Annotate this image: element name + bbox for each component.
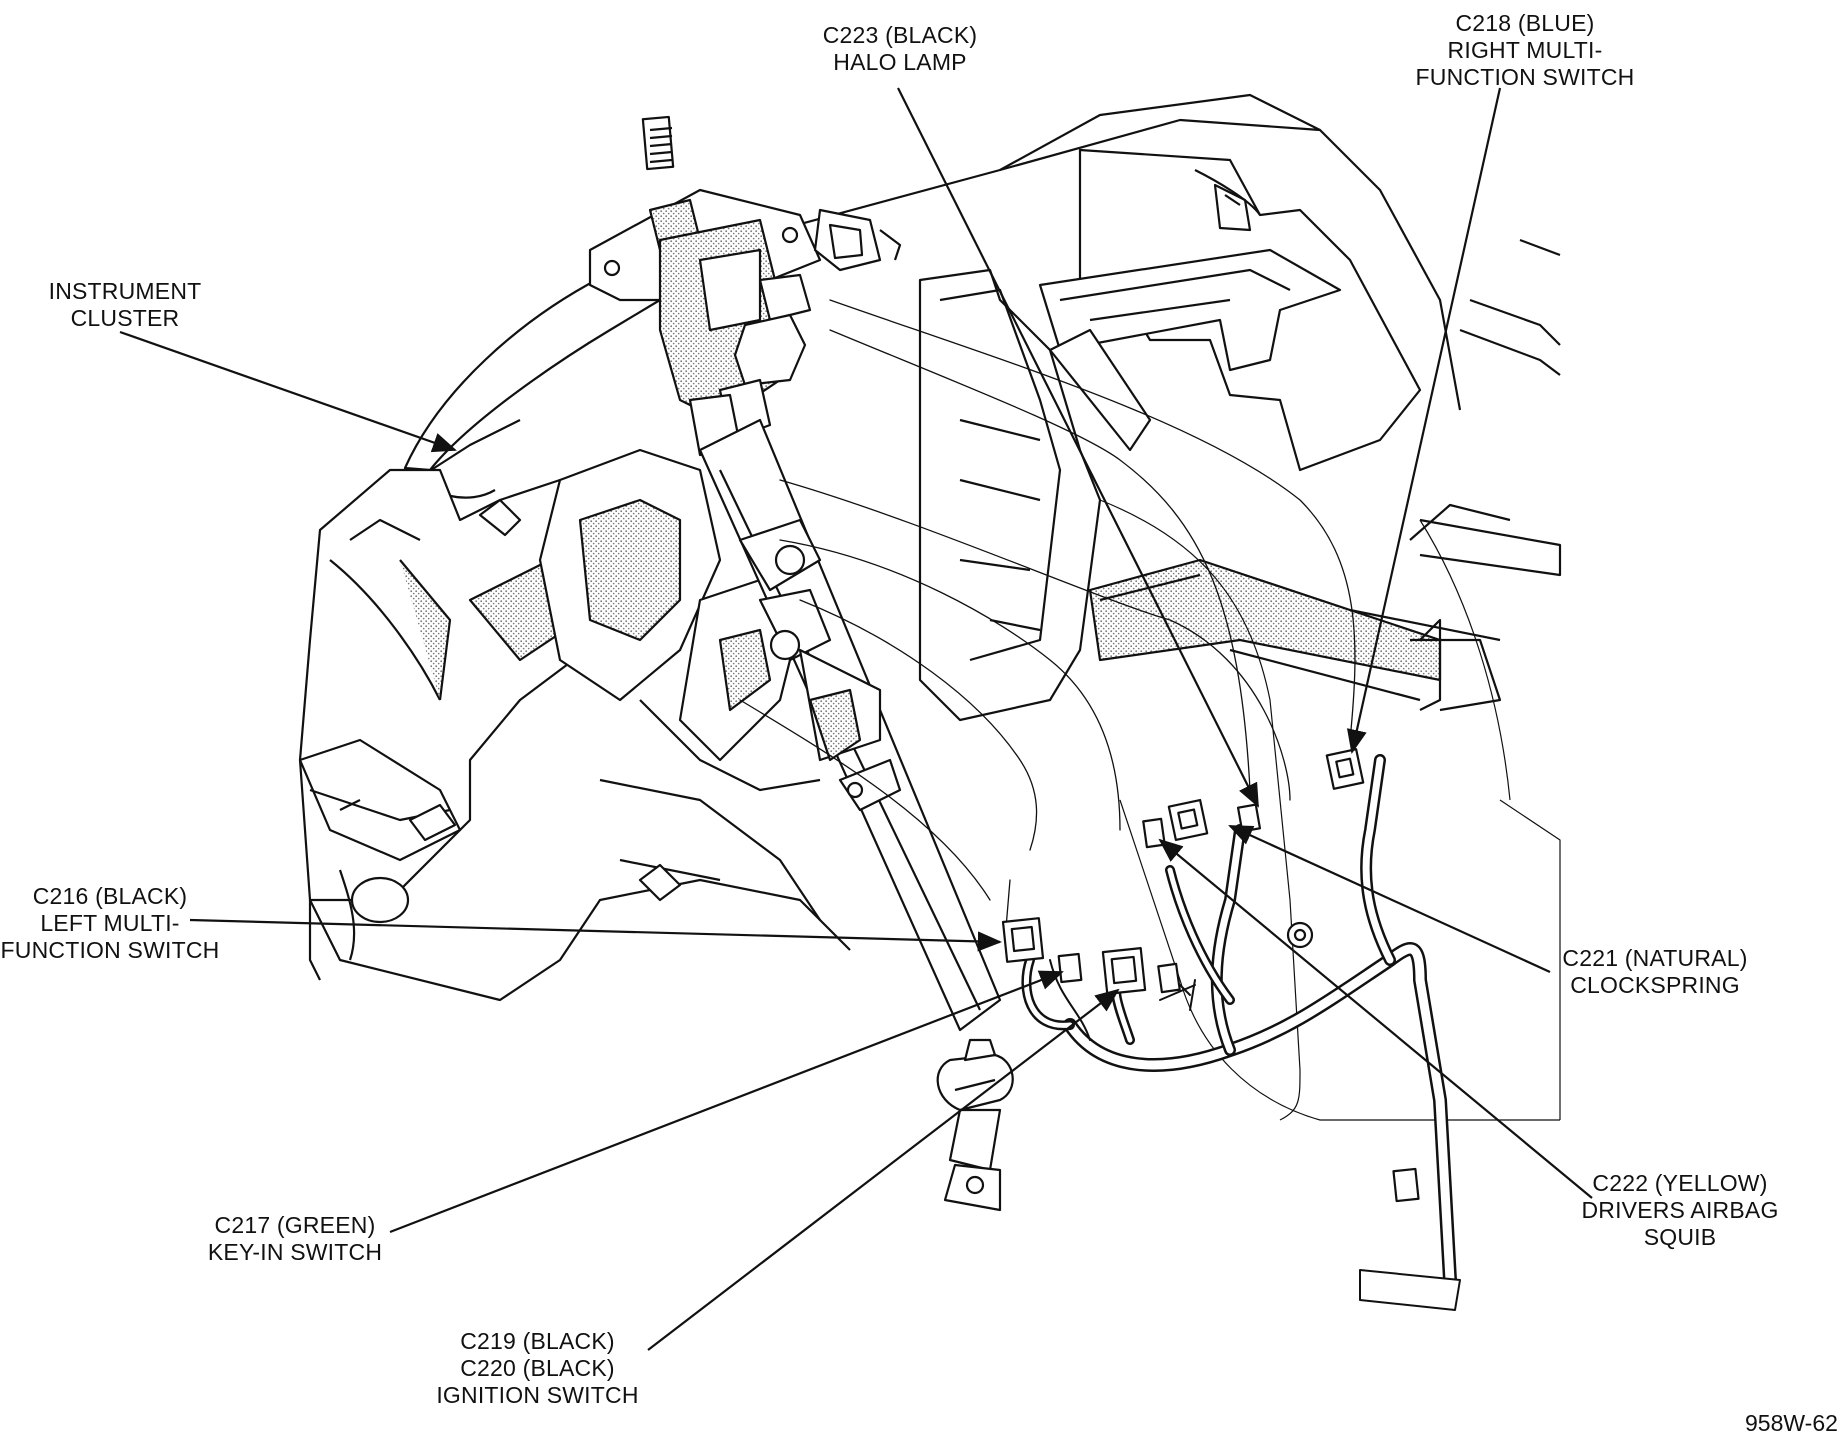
- label-c220-line: C220 (BLACK): [460, 1355, 615, 1381]
- c221-connector: [1167, 798, 1209, 842]
- label-c218-line2: RIGHT MULTI-: [1447, 37, 1603, 63]
- label-c222: C222 (YELLOW) DRIVERS AIRBAG SQUIB: [1570, 1170, 1790, 1251]
- label-c218: C218 (BLUE) RIGHT MULTI- FUNCTION SWITCH: [1410, 10, 1640, 91]
- c216-connector: [1001, 917, 1045, 963]
- c222-connector: [1142, 817, 1166, 849]
- leader-c223: [897, 87, 1259, 808]
- label-c217: C217 (GREEN) KEY-IN SWITCH: [200, 1212, 390, 1266]
- leader-c222: [1158, 838, 1593, 1199]
- ground-bolt: [1286, 921, 1314, 949]
- harness-clip: [1392, 1167, 1420, 1203]
- leader-c218: [1346, 87, 1502, 754]
- label-ignition-switch-line: IGNITION SWITCH: [436, 1382, 639, 1408]
- connectors: [1001, 748, 1420, 1203]
- c217-connector: [1057, 952, 1083, 984]
- label-c218-line1: C218 (BLUE): [1455, 10, 1595, 36]
- wiring-harness: [739, 299, 1461, 1311]
- figure-id: 958W-62: [1745, 1410, 1838, 1436]
- instrument-panel-structure: [298, 93, 1562, 1121]
- label-instrument-cluster-line1: INSTRUMENT: [48, 278, 202, 304]
- c223-connector: [1236, 803, 1262, 833]
- label-c216: C216 (BLACK) LEFT MULTI- FUNCTION SWITCH: [0, 883, 220, 964]
- c219-connector: [1101, 947, 1147, 995]
- c220-connector: [1157, 962, 1181, 994]
- label-c218-line3: FUNCTION SWITCH: [1415, 64, 1635, 90]
- label-c222-line2: DRIVERS AIRBAG: [1581, 1197, 1779, 1223]
- label-c221: C221 (NATURAL) CLOCKSPRING: [1545, 945, 1765, 999]
- label-c222-line1: C222 (YELLOW): [1592, 1170, 1768, 1196]
- label-c216-line2: LEFT MULTI-: [40, 910, 180, 936]
- label-c222-line3: SQUIB: [1643, 1224, 1717, 1250]
- c218-connector: [1325, 748, 1365, 790]
- leader-c219-c220: [647, 988, 1120, 1351]
- label-c216-line1: C216 (BLACK): [32, 883, 188, 909]
- label-c219-line: C219 (BLACK): [460, 1328, 615, 1354]
- label-c219-c220: C219 (BLACK) C220 (BLACK) IGNITION SWITC…: [430, 1328, 645, 1409]
- label-c223-line1: C223 (BLACK): [822, 22, 978, 48]
- label-c223: C223 (BLACK) HALO LAMP: [800, 22, 1000, 76]
- leader-c221: [1228, 824, 1551, 974]
- leader-instrument-cluster: [119, 330, 457, 453]
- label-instrument-cluster: INSTRUMENT CLUSTER: [35, 278, 215, 332]
- label-c217-line2: KEY-IN SWITCH: [207, 1239, 383, 1265]
- label-c216-line3: FUNCTION SWITCH: [0, 937, 220, 963]
- label-c223-line2: HALO LAMP: [833, 49, 967, 75]
- steering-column: [588, 115, 1014, 1212]
- leader-lines: [119, 87, 1593, 1351]
- label-c221-line1: C221 (NATURAL): [1562, 945, 1748, 971]
- leader-c216: [189, 918, 1003, 952]
- label-instrument-cluster-line2: CLUSTER: [70, 305, 180, 331]
- label-c217-line1: C217 (GREEN): [214, 1212, 376, 1238]
- leader-c217: [389, 970, 1064, 1234]
- label-c221-line2: CLOCKSPRING: [1570, 972, 1740, 998]
